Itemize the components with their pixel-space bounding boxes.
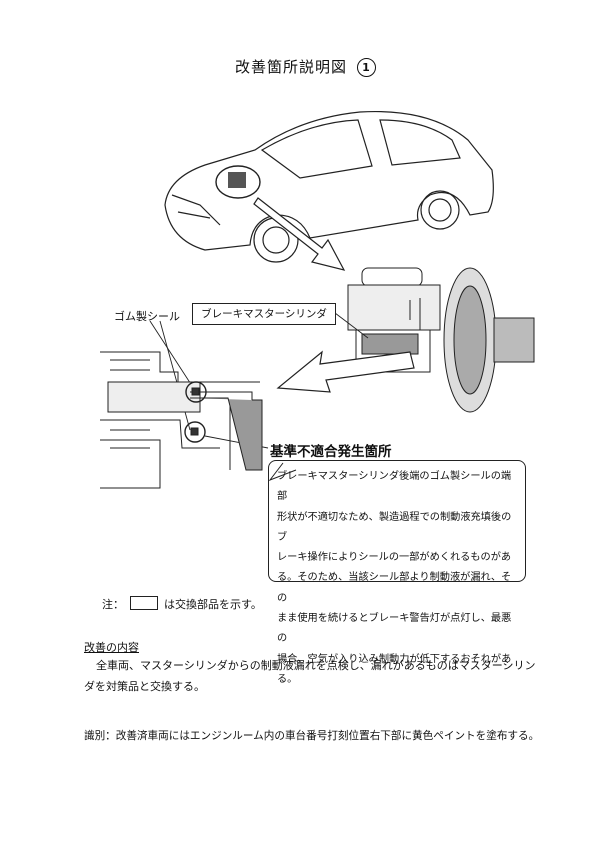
improvement-heading: 改善の内容 [84,641,139,654]
page-title-text: 改善箇所説明図 [234,58,347,76]
arrow-to-bmc [253,197,346,271]
note-suffix: は交換部品を示す。 [164,598,262,611]
defect-line: 場合、空気が入り込み制動力が低下するおそれがある。 [277,653,512,685]
legend-note: 注： は交換部品を示す。 [102,596,262,612]
identification-text: 識別：改善済車両にはエンジンルーム内の車台番号打刻位置右下部に黄色ペイントを塗布… [84,730,540,742]
defect-line: レーキ操作によりシールの一部がめくれるものがあ [277,552,512,564]
page-number-circle: 1 [357,58,376,77]
page-title: 改善箇所説明図 1 [0,56,611,77]
defect-line: る。そのため、当該シール部より制動液が漏れ、その [277,572,512,604]
arrow-to-detail [276,350,415,393]
replacement-part-swatch [130,596,158,610]
car-illustration [164,110,494,263]
brake-master-cylinder-illustration [347,267,535,413]
improvement-body: 全車両、マスターシリンダからの制動液漏れを点検し、漏れがあるものはマスターシリン… [84,659,536,693]
defect-description-box: ブレーキマスターシリンダ後端のゴム製シールの端部 形状が不適切なため、製造過程で… [268,460,526,685]
callout-brake-master-cylinder: ブレーキマスターシリンダ [192,303,336,325]
defect-heading: 基準不適合発生箇所 [270,444,392,460]
note-prefix: 注： [102,598,124,611]
defect-line: 形状が不適切なため、製造過程での制動液充填後のブ [277,511,512,543]
defect-line: ブレーキマスターシリンダ後端のゴム製シールの端部 [277,471,512,503]
cross-section-illustration [100,351,263,489]
label-rubber-seal: ゴム製シール [114,310,180,323]
defect-line: まま使用を続けるとブレーキ警告灯が点灯し、最悪の [277,613,512,645]
